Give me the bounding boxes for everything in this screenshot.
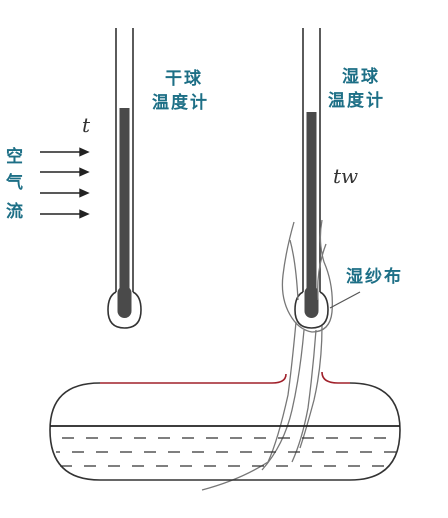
dry-bulb-label-line2: 温度计 [152, 92, 209, 113]
wet-gauze-wick [201, 219, 333, 491]
air-flow-char-3: 流 [6, 201, 25, 222]
dry-bulb-label-line1: 干球 [165, 69, 203, 89]
dry-bulb-mercury-column [119, 108, 130, 298]
wet-gauze-leader-line [329, 291, 361, 309]
wet-bulb-label-line2: 温度计 [328, 90, 385, 111]
wet-bulb-mercury-bulb [304, 286, 319, 318]
wet-bulb-mercury-column [306, 112, 317, 298]
wet-bulb-label-line1: 湿球 [342, 67, 380, 87]
wet-bulb-temperature-symbol: tw [333, 164, 358, 188]
dry-bulb-temperature-symbol: t [82, 113, 91, 137]
air-flow-arrows [40, 147, 90, 219]
wet-gauze-label: 湿纱布 [346, 266, 403, 287]
wet-bulb-thermometer [294, 28, 329, 329]
dry-bulb-thermometer [107, 28, 142, 329]
air-flow-char-2: 气 [5, 172, 25, 193]
dry-bulb-mercury-bulb [117, 286, 132, 318]
air-flow-char-1: 空 [6, 146, 25, 167]
water-reservoir [49, 371, 401, 481]
